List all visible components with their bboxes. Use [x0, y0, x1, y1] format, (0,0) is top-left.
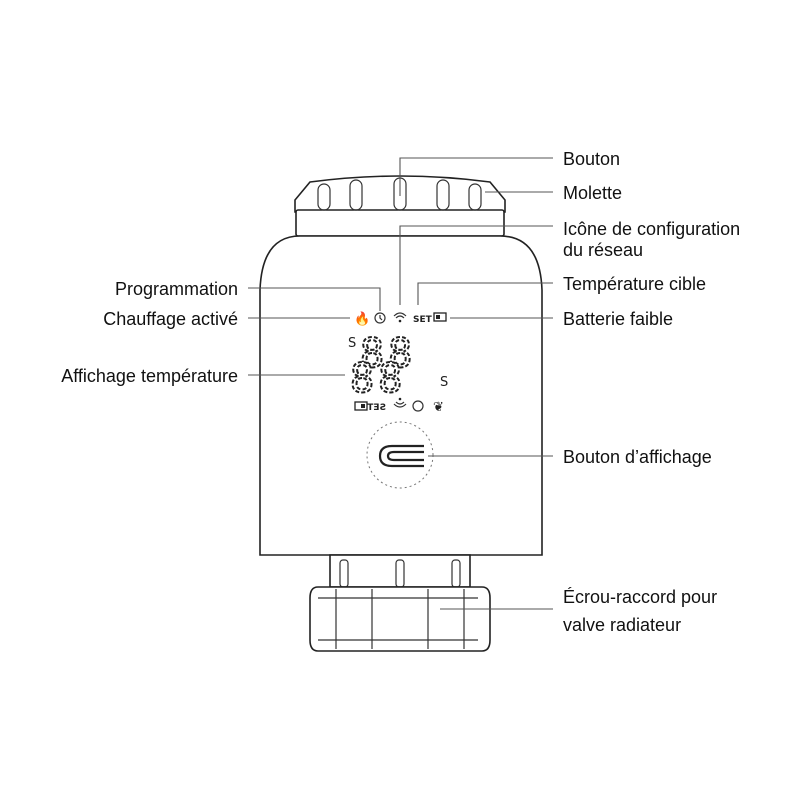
- label-bouton-affichage: Bouton d’affichage: [563, 447, 712, 467]
- display-button[interactable]: [366, 421, 434, 489]
- digits-bottom: 88: [350, 356, 406, 402]
- thermostat-body: [259, 235, 543, 556]
- flame-icon-mirrored: ❦: [433, 400, 444, 415]
- flame-icon: 🔥: [354, 311, 370, 327]
- label-batterie-faible: Batterie faible: [563, 309, 673, 329]
- label-chauffage-active: Chauffage activé: [103, 309, 238, 329]
- label-bouton: Bouton: [563, 149, 620, 169]
- clock-icon-mirrored: [412, 400, 424, 412]
- small-s-left: S: [348, 336, 356, 351]
- label-icone-reseau-1: Icône de configuration: [563, 219, 740, 239]
- label-programmation: Programmation: [115, 279, 238, 299]
- wifi-icon: [393, 312, 407, 323]
- connector: [329, 554, 471, 588]
- set-label-mirrored: SET: [366, 403, 386, 413]
- wifi-icon-mirrored: [393, 397, 407, 408]
- set-label: SET: [413, 315, 433, 325]
- battery-icon-mirrored: [354, 401, 368, 411]
- digits-top: 88: [360, 331, 416, 377]
- leader-lines: [248, 157, 553, 610]
- label-affichage-temperature: Affichage température: [61, 366, 238, 386]
- label-icone-reseau-2: du réseau: [563, 240, 643, 260]
- battery-icon: [433, 312, 447, 322]
- label-molette: Molette: [563, 183, 622, 203]
- clock-icon: [374, 312, 386, 324]
- radiator-nut: [309, 586, 491, 652]
- label-temperature-cible: Température cible: [563, 274, 706, 294]
- label-ecrou-1: Écrou-raccord pour: [563, 587, 717, 607]
- label-ecrou-2: valve radiateur: [563, 615, 681, 635]
- small-s-right: S: [440, 375, 448, 390]
